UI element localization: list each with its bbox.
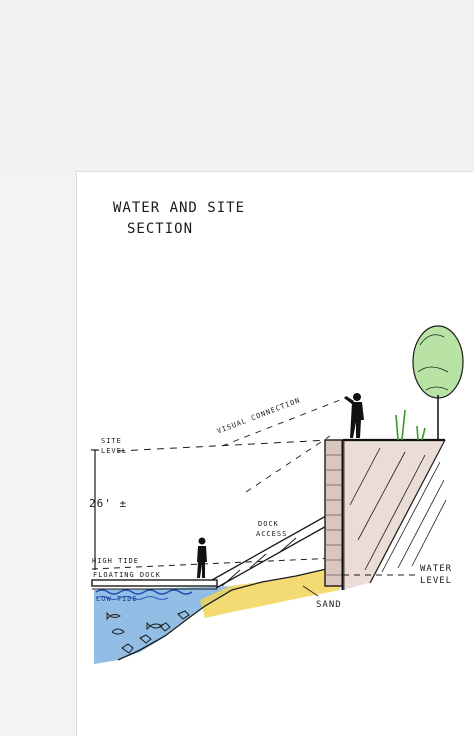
high-tide-label: HIGH TIDE xyxy=(92,557,139,565)
water-waves xyxy=(95,589,193,595)
title-line-2: SECTION xyxy=(127,221,194,237)
water-waves-2 xyxy=(95,596,169,600)
dock-access-label-1: DOCK xyxy=(258,520,279,528)
sand-leader xyxy=(302,585,319,597)
sand-label: SAND xyxy=(316,600,342,610)
fish xyxy=(106,611,163,631)
site-level-label-1: SITE xyxy=(101,437,122,445)
person-on-site xyxy=(344,393,364,438)
visual-line-2 xyxy=(245,435,331,493)
grass xyxy=(395,409,426,441)
title-line-1: WATER AND SITE xyxy=(113,200,246,216)
dock-ramp-bottom xyxy=(215,523,331,589)
high-tide-line xyxy=(91,557,337,570)
water-level-label-2: LEVEL xyxy=(420,576,453,586)
slope-line xyxy=(369,439,446,584)
height-label: 26' ± xyxy=(89,497,128,510)
dock-access-label-2: ACCESS xyxy=(256,530,288,538)
rocks xyxy=(111,610,190,654)
retaining-wall xyxy=(324,439,344,587)
floating-dock-label: FLOATING DOCK xyxy=(93,571,161,579)
site-level-label-2: LEVEL xyxy=(101,447,128,455)
background-paper xyxy=(0,0,474,175)
low-tide-label: LOW TIDE xyxy=(96,595,138,603)
ground-hatching xyxy=(349,447,447,573)
dock-ramp-top xyxy=(211,515,327,581)
water-level-label-1: WATER xyxy=(420,564,453,574)
sand-bed xyxy=(200,566,340,618)
floating-dock xyxy=(91,579,218,587)
visual-line-1 xyxy=(221,399,341,447)
seabed-line xyxy=(117,565,341,661)
person-on-dock xyxy=(197,537,207,578)
